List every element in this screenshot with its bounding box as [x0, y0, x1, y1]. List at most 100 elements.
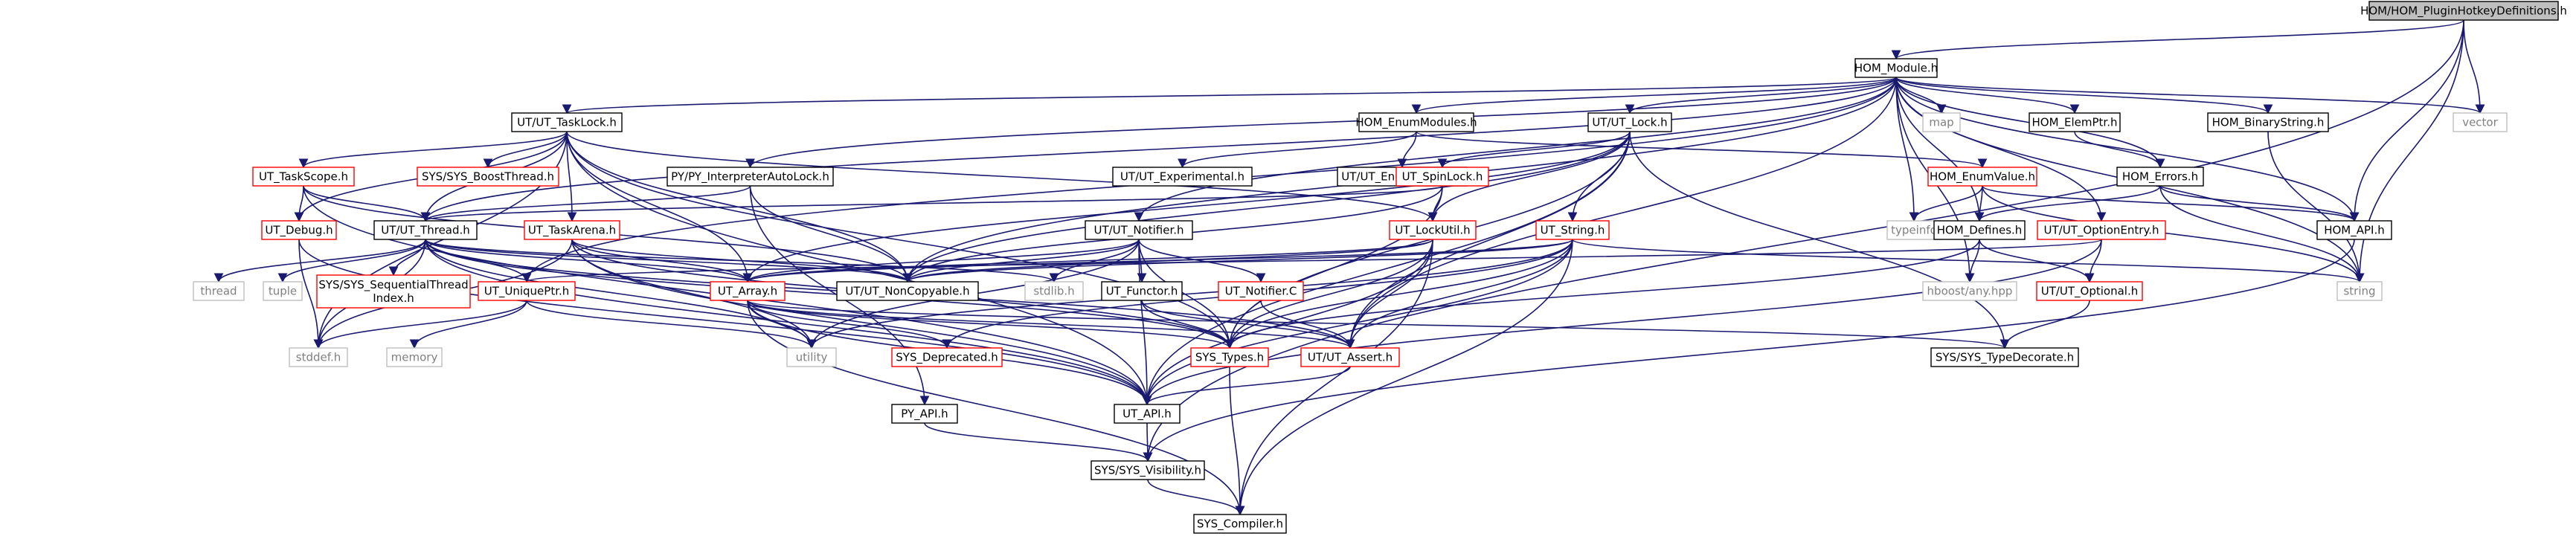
edge-ut_spinlock-to-sys_types: [1224, 185, 1443, 349]
edge-ut_uniqueptr-to-memory: [409, 300, 527, 349]
edge-hom_defines-to-ut_optional: [1979, 239, 2095, 283]
node-label: string: [2343, 285, 2375, 298]
edge-ut_tasklock-to-ut_taskarena: [566, 131, 577, 222]
node-hom-enumvalue[interactable]: HOM_EnumValue.h: [1927, 167, 2037, 187]
node-box: [289, 347, 348, 367]
node-ut-api[interactable]: UT_API.h: [1114, 404, 1181, 424]
edge-ut_lock-to-ut_spinlock: [1437, 131, 1631, 169]
node-box: [1114, 404, 1181, 424]
edge-ut_optionentry-to-ut_optional: [2084, 239, 2102, 283]
node-label: PY_API.h: [901, 407, 948, 422]
node-label: hboost/any.hpp: [1927, 285, 2013, 298]
edge-ut_tasklock-to-ut_lockutil: [566, 131, 1438, 222]
edge-ut_lock-to-ut_lockutil: [1427, 131, 1631, 222]
node-box: [261, 220, 337, 240]
node-ut-assert[interactable]: UT/UT_Assert.h: [1300, 347, 1400, 367]
node-root[interactable]: HOM/HOM_PluginHotkeyDefinitions.h: [2360, 1, 2567, 21]
edge-hom_errors-to-hom_defines: [1974, 185, 2161, 222]
edge-ut_string-to-sys_compiler: [1235, 239, 1573, 516]
node-ut-thread[interactable]: UT/UT_Thread.h: [373, 220, 478, 240]
node-sys-typedecorate[interactable]: SYS/SYS_TypeDecorate.h: [1930, 347, 2079, 367]
node-ut-string[interactable]: UT_String.h: [1535, 220, 1610, 240]
node-label: UT/UT_Notifier.h: [1093, 224, 1183, 238]
node-hom-binarystring[interactable]: HOM_BinaryString.h: [2207, 112, 2329, 132]
node-ut-notifier[interactable]: UT/UT_Notifier.h: [1085, 220, 1193, 240]
node-box: [2336, 281, 2383, 301]
edge-ut_optionentry-to-ut_uniqueptr: [522, 239, 2102, 283]
node-sys-types[interactable]: SYS_Types.h: [1190, 347, 1269, 367]
edge-ut_thread-to-sys_types: [425, 239, 1235, 349]
edge-ut_lock-to-sys_typedecorate: [1629, 131, 2010, 349]
node-box: [2116, 167, 2204, 187]
edge-hom_module-to-hom_defines: [1895, 77, 1985, 222]
node-ut-experimental[interactable]: UT/UT_Experimental.h: [1112, 167, 1253, 187]
node-hom-errors[interactable]: HOM_Errors.h: [2116, 167, 2204, 187]
node-py-api[interactable]: PY_API.h: [891, 404, 958, 424]
node-hom-enummodules[interactable]: HOM_EnumModules.h: [1355, 112, 1477, 132]
node-ut-uniqueptr[interactable]: UT_UniquePtr.h: [478, 281, 576, 301]
node-sys-compiler[interactable]: SYS_Compiler.h: [1193, 514, 1287, 534]
node-ut-array[interactable]: UT_Array.h: [710, 281, 786, 301]
edge-hom_module-to-hom_enummodules: [1411, 77, 1897, 114]
edge-hom_enumvalue-to-hom_defines: [1974, 185, 1985, 222]
node-memory: memory: [386, 347, 443, 367]
node-ut-optionentry[interactable]: UT/UT_OptionEntry.h: [2037, 220, 2166, 240]
node-label: UT_UniquePtr.h: [484, 285, 570, 299]
node-label: SYS_Compiler.h: [1197, 517, 1283, 532]
edge-py_interp-to-ut_noncopyable: [749, 185, 913, 283]
node-label: UT_Debug.h: [265, 224, 333, 238]
node-ut-functor[interactable]: UT_Functor.h: [1101, 281, 1183, 301]
node-ut-optional[interactable]: UT/UT_Optional.h: [2036, 281, 2143, 301]
node-box: [1922, 112, 1961, 132]
edges-layer: [213, 19, 2485, 516]
node-ut-tasklock[interactable]: UT/UT_TaskLock.h: [511, 112, 623, 132]
node-ut-debug[interactable]: UT_Debug.h: [261, 220, 337, 240]
edge-ut_array-to-sys_compiler: [747, 300, 1245, 516]
node-box: [1395, 167, 1489, 187]
node-hom-api[interactable]: HOM_API.h: [2316, 220, 2392, 240]
node-hom-defines[interactable]: HOM_Defines.h: [1933, 220, 2026, 240]
edge-ut_lockutil-to-ut_assert: [1345, 239, 1433, 349]
node-hom-elemptr[interactable]: HOM_ElemPtr.h: [2029, 112, 2121, 132]
node-box: [1933, 220, 2026, 240]
edge-ut_string-to-sys_types: [1224, 239, 1573, 349]
edge-hom_module-to-hom_errors: [1895, 77, 2165, 169]
node-ut-taskscope[interactable]: UT_TaskScope.h: [252, 167, 355, 187]
edge-hom_module-to-hom_binarystring: [1895, 77, 2273, 114]
node-label: UT/UT_Assert.h: [1308, 351, 1393, 365]
node-box: [1193, 514, 1287, 534]
edge-ut_functor-to-ut_assert: [1141, 300, 1355, 349]
node-ut-spinlock[interactable]: UT_SpinLock.h: [1395, 167, 1489, 187]
node-py-interp[interactable]: PY/PY_InterpreterAutoLock.h: [667, 167, 834, 187]
node-box: [1101, 281, 1183, 301]
node-label: HOM_Errors.h: [2122, 170, 2198, 184]
node-box: [373, 220, 478, 240]
node-box: [2036, 281, 2143, 301]
node-ut-taskarena[interactable]: UT_TaskArena.h: [524, 220, 620, 240]
node-ut-lock[interactable]: UT/UT_Lock.h: [1587, 112, 1672, 132]
edge-hom_module-to-typeinfo: [1895, 77, 1919, 222]
node-sys-visibility[interactable]: SYS/SYS_Visibility.h: [1091, 460, 1205, 480]
edge-ut_thread-to-tuple: [277, 239, 426, 283]
node-ut-notifier-c[interactable]: UT_Notifier.C: [1218, 281, 1304, 301]
node-box: [417, 167, 559, 187]
node-label: UT/UT_Lock.h: [1592, 116, 1667, 130]
edge-hom_module-to-ut_optionentry: [1895, 77, 2107, 222]
nodes-layer: HOM/HOM_PluginHotkeyDefinitions.hHOM_Mod…: [193, 1, 2567, 534]
edge-ut_notifier-to-ut_notifier_c: [1138, 239, 1266, 283]
node-sys-boostthread[interactable]: SYS/SYS_BoostThread.h: [417, 167, 559, 187]
edge-ut_tasklock-to-sys_boostthread: [483, 131, 568, 169]
edge-ut_array-to-sys_types: [747, 300, 1235, 349]
edge-ut_debug-to-stddef: [298, 239, 324, 349]
node-sys-deprecated[interactable]: SYS_Deprecated.h: [891, 347, 1003, 367]
node-ut-noncopyable[interactable]: UT/UT_NonCopyable.h: [836, 281, 979, 301]
edge-ut_uniqueptr-to-utility: [526, 300, 817, 349]
node-label: UT_SpinLock.h: [1402, 170, 1483, 184]
node-hom-module[interactable]: HOM_Module.h: [1854, 58, 1938, 78]
node-box: [1300, 347, 1400, 367]
edge-ut_notifier-to-ut_array: [742, 239, 1140, 283]
edge-ut_api-to-sys_visibility: [1143, 422, 1153, 462]
node-ut-lockutil[interactable]: UT_LockUtil.h: [1389, 220, 1477, 240]
node-box: [1358, 112, 1474, 132]
